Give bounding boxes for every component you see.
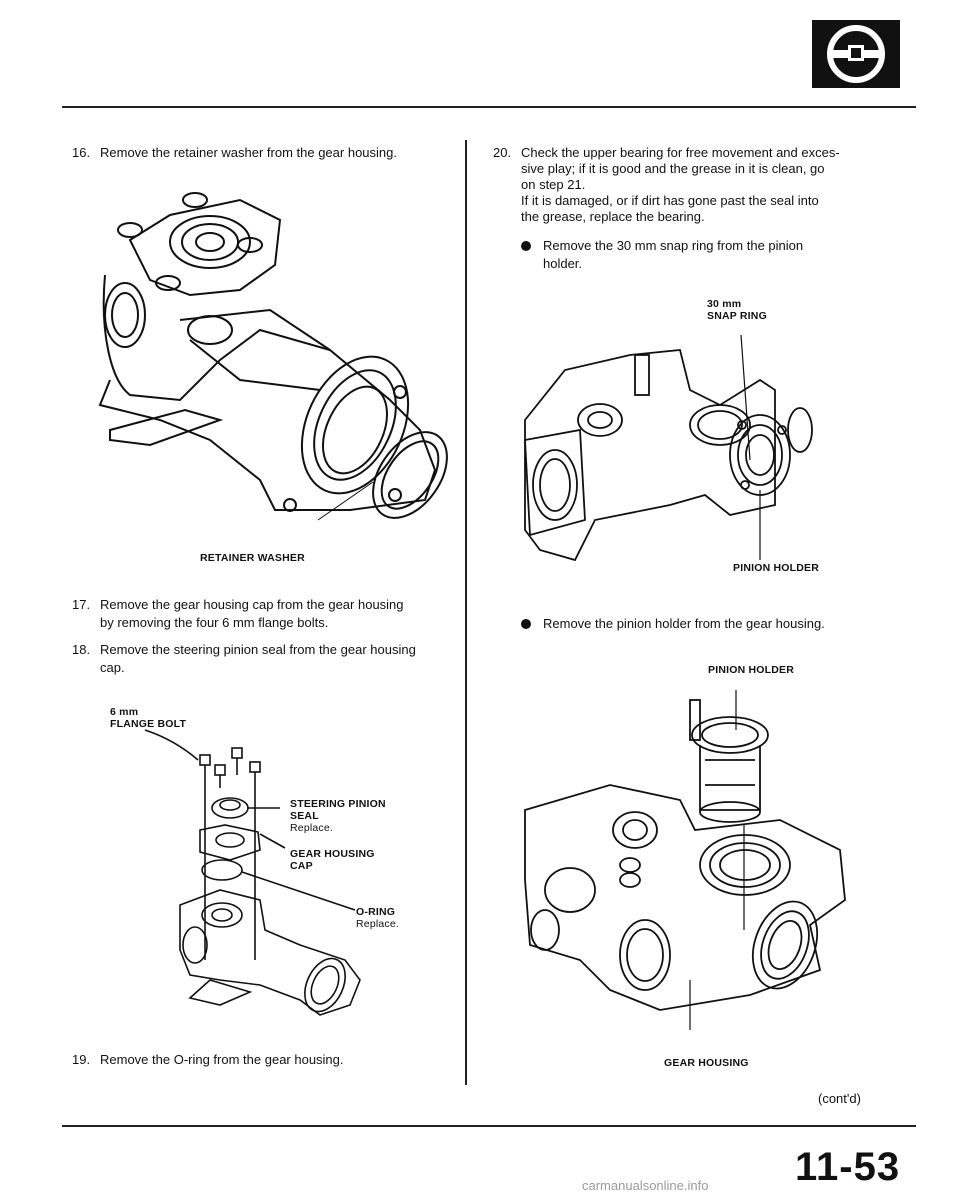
flange-bolt-label: 6 mm FLANGE BOLT — [110, 706, 187, 730]
snap-ring-label: 30 mm SNAP RING — [707, 298, 767, 322]
step-20-line-2: sive play; if it is good and the grease … — [521, 161, 825, 176]
watermark: carmanualsonline.info — [582, 1178, 709, 1193]
step-19: 19. Remove the O-ring from the gear hous… — [72, 1052, 344, 1067]
steering-wheel-icon — [827, 25, 885, 83]
footer-rule — [62, 1125, 916, 1127]
gear-housing-illustration — [98, 192, 448, 519]
bullet-remove-pinion-holder: Remove the pinion holder from the gear h… — [521, 616, 901, 632]
continued-note: (cont'd) — [818, 1091, 861, 1106]
step-20-line-4: If it is damaged, or if dirt has gone pa… — [521, 193, 819, 208]
step-20-line-3: on step 21. — [521, 177, 586, 192]
step-20-line-1: Check the upper bearing for free movemen… — [521, 145, 840, 160]
step-16: 16. Remove the retainer washer from the … — [72, 145, 397, 160]
step-17-line-2: by removing the four 6 mm flange bolts. — [100, 615, 329, 630]
step-18-line-1: Remove the steering pinion seal from the… — [100, 642, 416, 657]
bullet-dot — [521, 241, 531, 251]
gear-housing-cap-label: GEAR HOUSING CAP — [290, 848, 375, 872]
column-divider — [465, 140, 467, 1085]
bullet-remove-snap-ring: Remove the 30 mm snap ring from the pini… — [521, 238, 901, 272]
o-ring-label: O-RING Replace. — [356, 906, 400, 930]
step-20-line-5: the grease, replace the bearing. — [521, 209, 705, 224]
gear-housing-label: GEAR HOUSING — [664, 1057, 749, 1069]
header-rule — [62, 106, 916, 108]
retainer-washer-label: RETAINER WASHER — [200, 552, 305, 564]
bullet-dot — [521, 619, 531, 629]
retainer-leader-line — [317, 481, 374, 521]
step-17-line-1: Remove the gear housing cap from the gea… — [100, 597, 404, 612]
step-18: 18. Remove the steering pinion seal from… — [72, 642, 416, 675]
step-18-line-2: cap. — [100, 660, 125, 675]
steering-section-icon — [812, 20, 900, 88]
steering-pinion-seal-label: STEERING PINION SEAL Replace. — [290, 798, 386, 834]
snap-ring-illustration — [524, 334, 813, 562]
pinion-holder-label-2: PINION HOLDER — [708, 664, 795, 676]
step-17: 17. Remove the gear housing cap from the… — [72, 597, 404, 630]
pinion-holder-label-1: PINION HOLDER — [733, 562, 820, 574]
page-number: 11-53 — [795, 1145, 901, 1189]
bullet-1-line-1: Remove the 30 mm snap ring from the pini… — [543, 238, 804, 253]
bullet-1-line-2: holder. — [543, 256, 583, 271]
exploded-view-illustration — [144, 729, 361, 1016]
step-20: 20. Check the upper bearing for free mov… — [493, 145, 840, 224]
pinion-holder-illustration — [524, 690, 846, 1030]
